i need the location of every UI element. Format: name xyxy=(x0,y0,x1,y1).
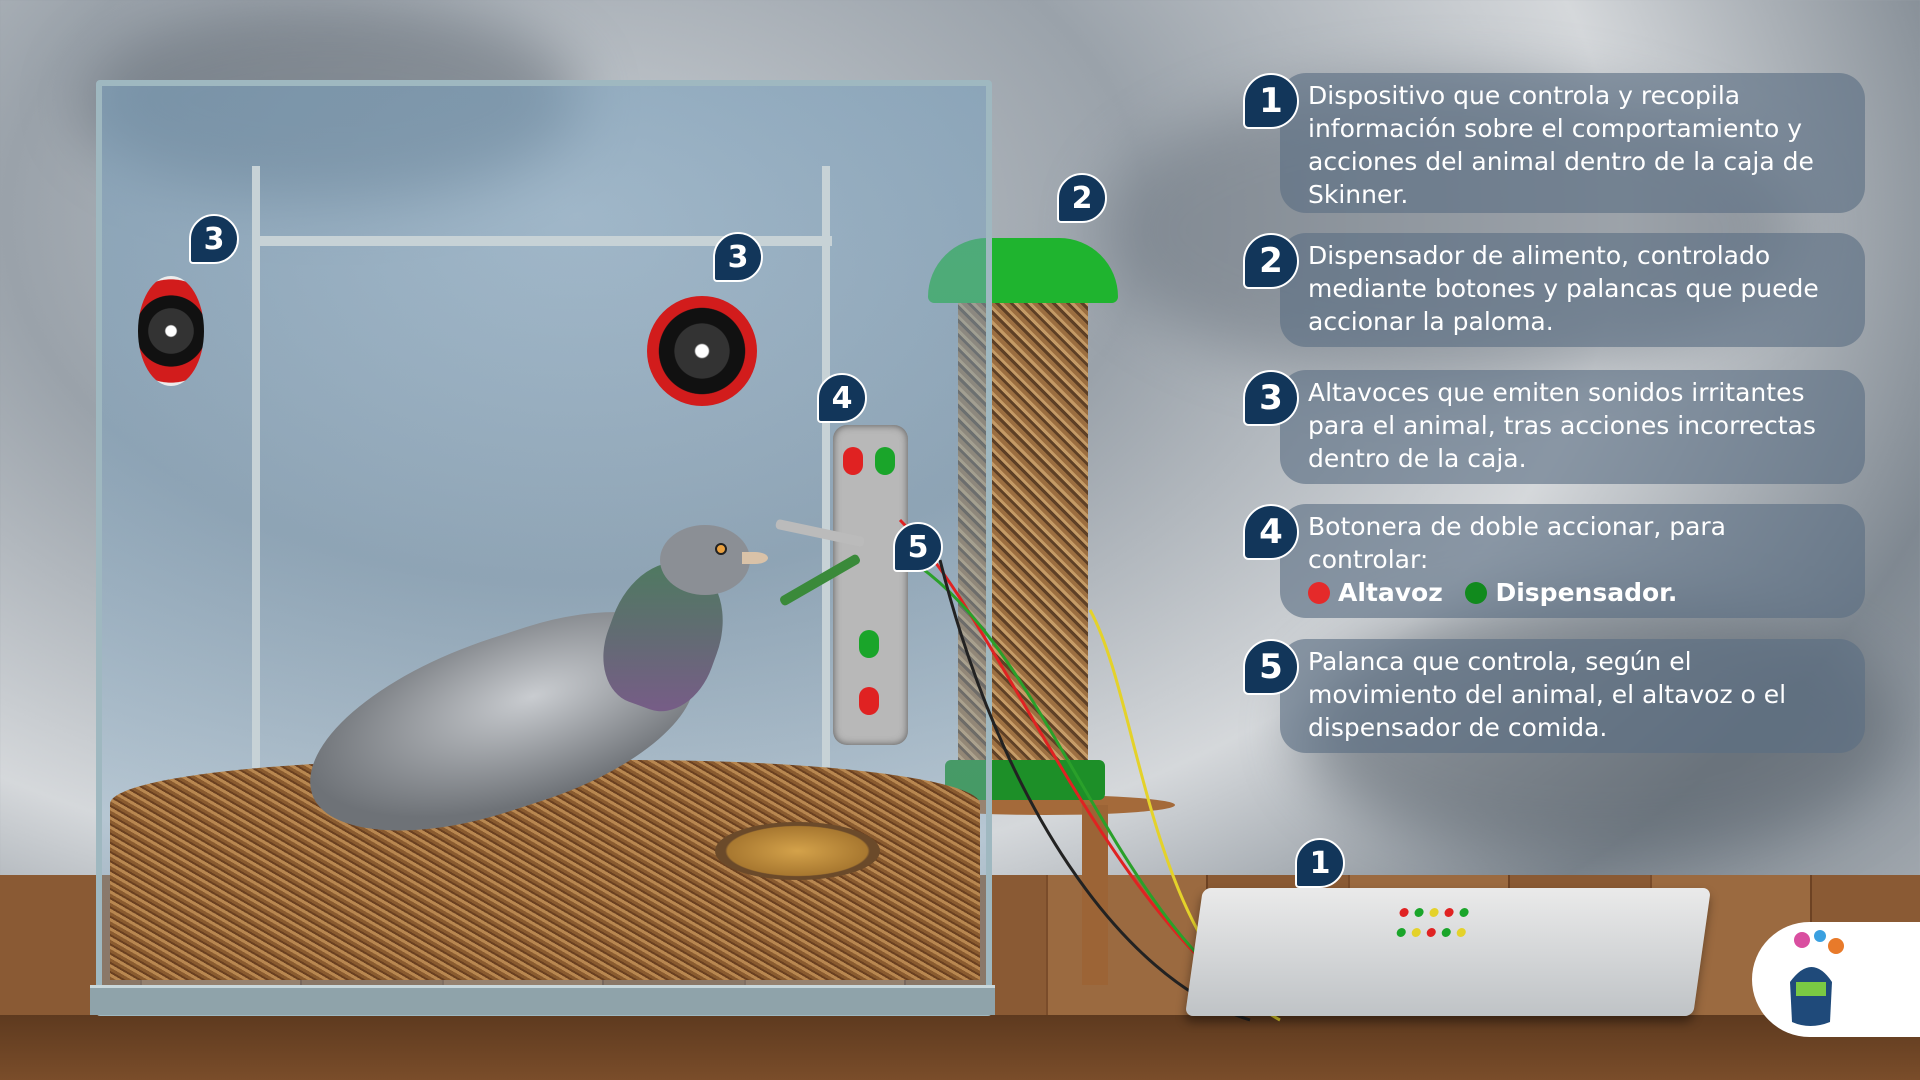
callout-2: 2 xyxy=(1057,173,1107,223)
control-device xyxy=(1185,888,1711,1016)
led xyxy=(1458,908,1470,917)
red-dot-icon xyxy=(1308,582,1330,604)
legend-number-5: 5 xyxy=(1243,639,1299,695)
food-bowl xyxy=(715,822,880,880)
led xyxy=(1411,928,1422,937)
callout-4: 4 xyxy=(817,373,867,423)
led xyxy=(1443,908,1455,917)
legend-number-4: 4 xyxy=(1243,504,1299,560)
led xyxy=(1456,928,1467,937)
frame-bar xyxy=(822,166,830,926)
legend-number-3: 3 xyxy=(1243,370,1299,426)
red-button xyxy=(859,687,879,715)
frame-bar xyxy=(252,166,260,926)
legend-item-5: Palanca que controla, según el movimient… xyxy=(1280,639,1865,753)
led xyxy=(1441,928,1452,937)
legend-item-2: Dispensador de alimento, controlado medi… xyxy=(1280,233,1865,347)
green-dot-icon xyxy=(1465,582,1488,604)
callout-3-left: 3 xyxy=(189,214,239,264)
speaker-right-icon xyxy=(647,296,757,406)
legend-number-2: 2 xyxy=(1243,233,1299,289)
pigeon-beak xyxy=(742,552,768,564)
head-hearts-logo-icon xyxy=(1790,930,1844,1026)
legend-item-3: Altavoces que emiten sonidos irritantes … xyxy=(1280,370,1865,484)
box-base xyxy=(90,985,995,1015)
legend-text: Altavoces que emiten sonidos irritantes … xyxy=(1308,378,1816,473)
led xyxy=(1398,908,1410,917)
legend-item-4: Botonera de doble accionar, para control… xyxy=(1280,504,1865,618)
brand-logo xyxy=(1752,922,1920,1037)
led xyxy=(1426,928,1437,937)
callout-3-right: 3 xyxy=(713,232,763,282)
key-red-label: Altavoz xyxy=(1338,578,1443,607)
legend-number-1: 1 xyxy=(1243,73,1299,129)
led xyxy=(1428,908,1440,917)
legend-text: Botonera de doble accionar, para control… xyxy=(1308,512,1726,574)
legend-text: Dispensador de alimento, controlado medi… xyxy=(1308,241,1819,336)
red-button xyxy=(843,447,863,475)
led xyxy=(1396,928,1407,937)
pigeon-eye xyxy=(715,543,727,555)
key-green-label: Dispensador. xyxy=(1495,578,1678,607)
callout-5: 5 xyxy=(893,522,943,572)
green-button xyxy=(875,447,895,475)
legend-text: Palanca que controla, según el movimient… xyxy=(1308,647,1787,742)
callout-1: 1 xyxy=(1295,838,1345,888)
pigeon-head xyxy=(660,525,750,595)
button-panel xyxy=(833,425,908,745)
legend-item-1: Dispositivo que controla y recopila info… xyxy=(1280,73,1865,213)
green-button xyxy=(859,630,879,658)
legend-text: Dispositivo que controla y recopila info… xyxy=(1308,81,1814,209)
speaker-left-icon xyxy=(138,276,204,386)
led xyxy=(1413,908,1425,917)
frame-bar xyxy=(252,236,832,246)
